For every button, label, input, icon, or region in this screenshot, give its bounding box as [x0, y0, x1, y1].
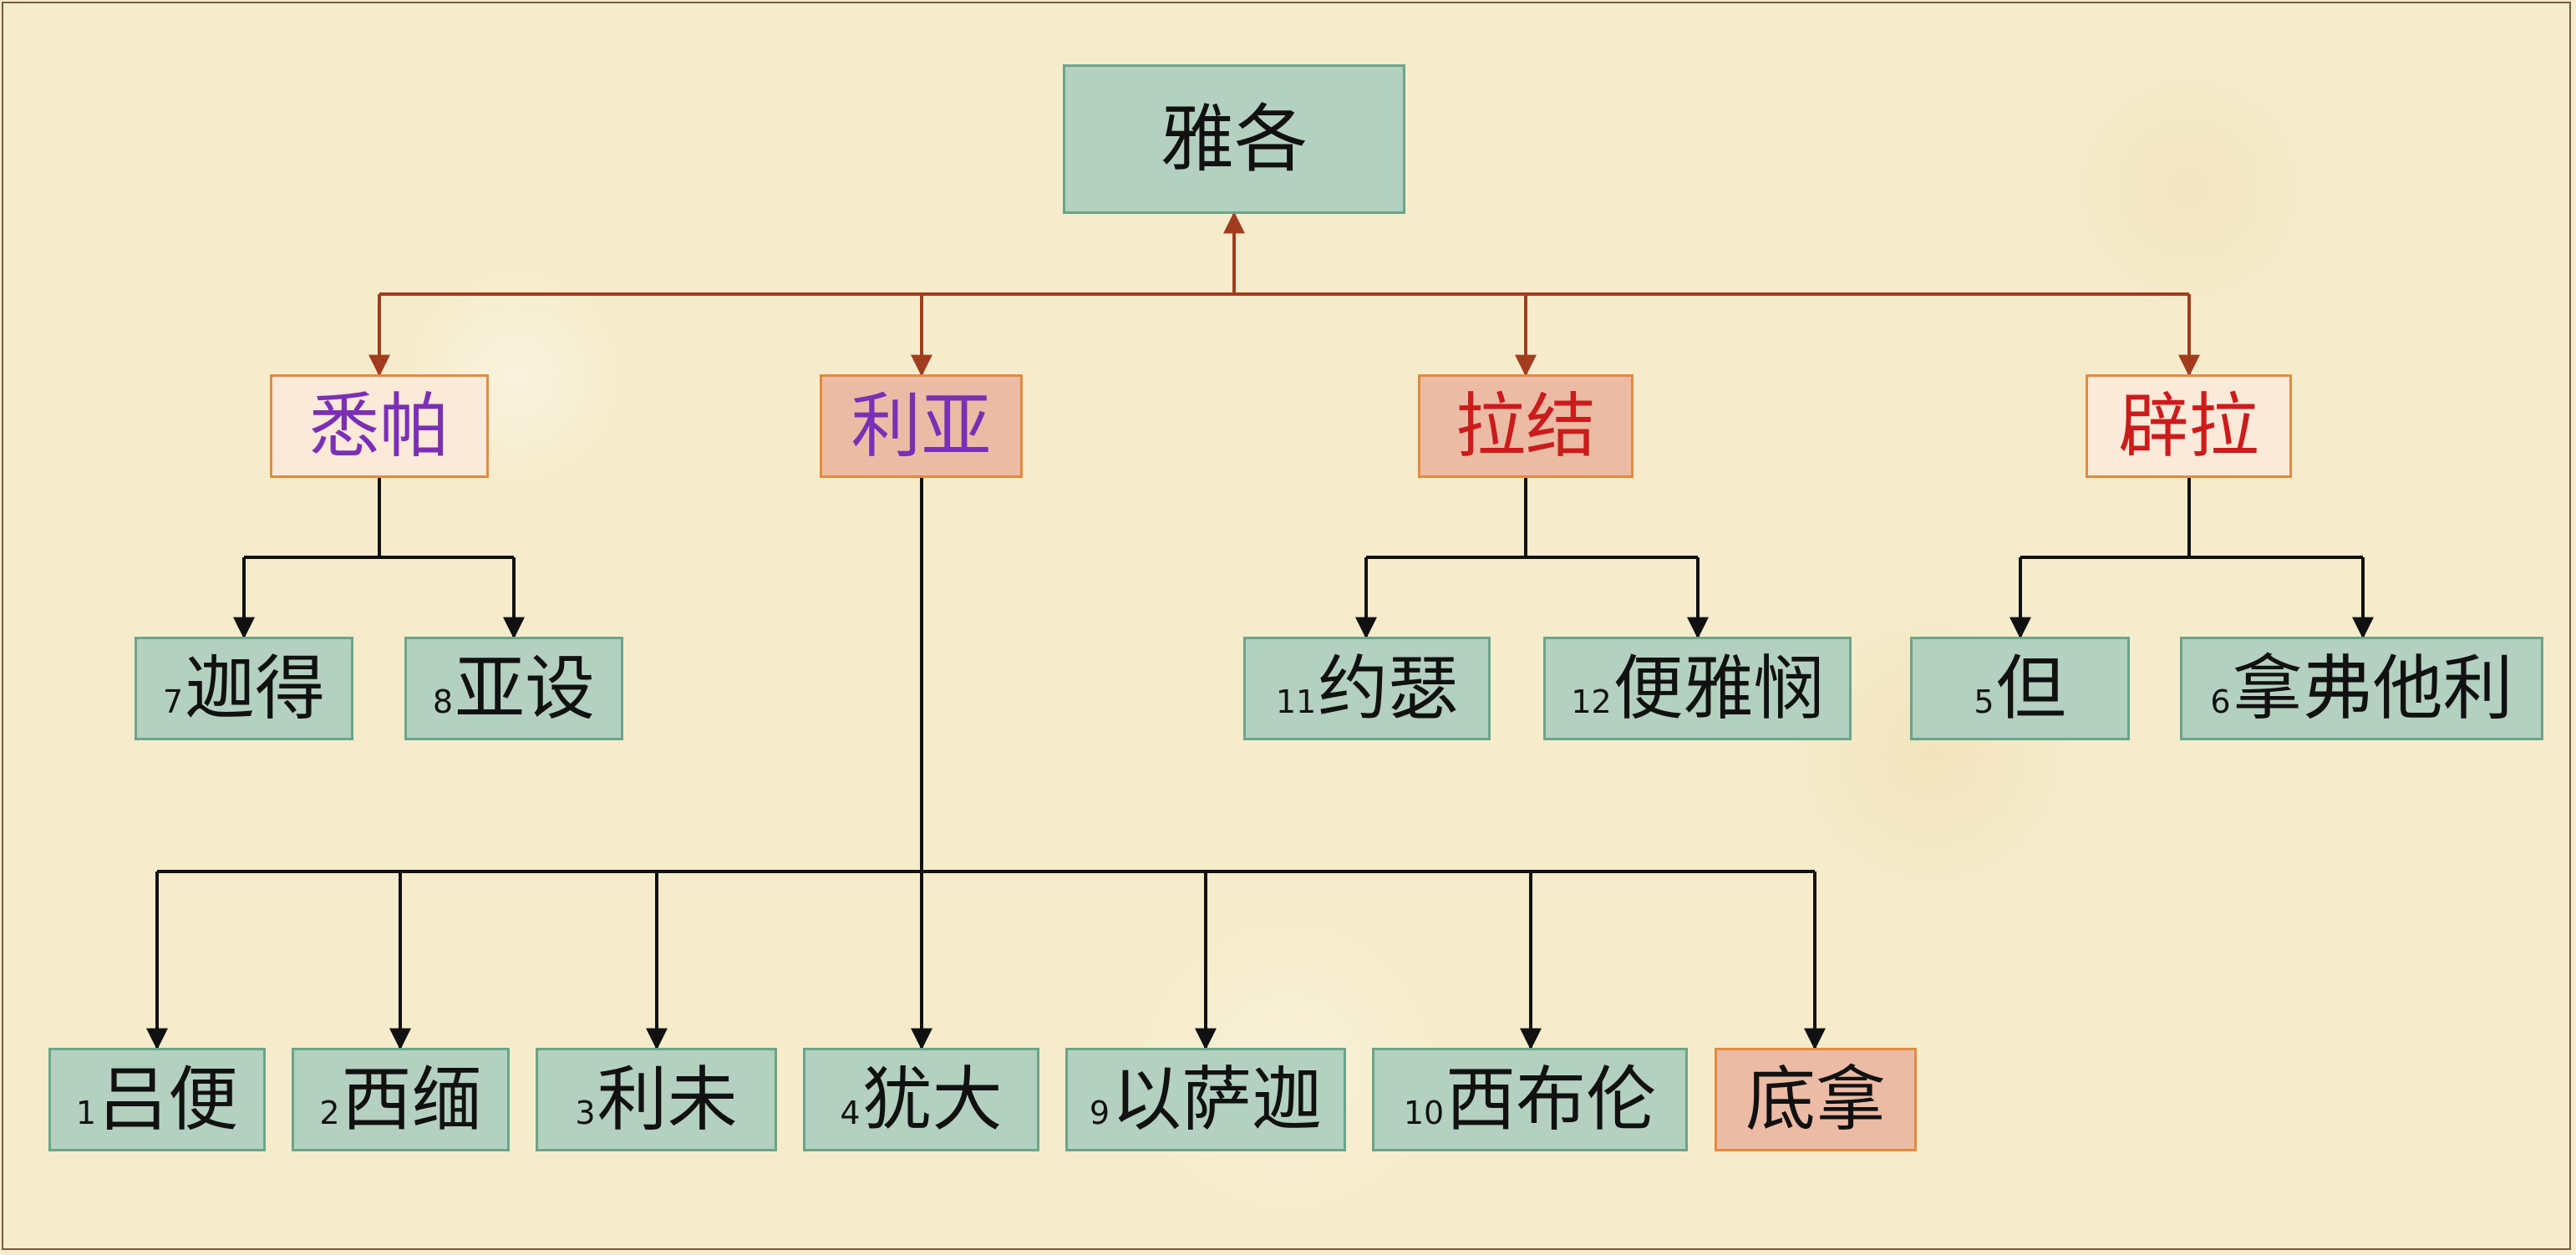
node-jacob: 雅各 — [1063, 64, 1405, 214]
node-gad-number: 7 — [162, 683, 184, 720]
node-levi: 3 利未 — [536, 1048, 777, 1151]
node-dinah-label: 底拿 — [1745, 1059, 1886, 1141]
node-jacob-label: 雅各 — [1160, 95, 1308, 182]
node-rachel-label: 拉结 — [1455, 385, 1596, 467]
node-leah: 利亚 — [820, 374, 1023, 478]
node-dan-number: 5 — [1974, 683, 1994, 720]
node-zilpah: 悉帕 — [270, 374, 489, 478]
node-zebulun-label: 西布伦 — [1446, 1059, 1657, 1141]
node-judah-label: 犹大 — [861, 1059, 1003, 1141]
node-zebulun: 10 西布伦 — [1372, 1048, 1688, 1151]
node-naphtali: 6 拿弗他利 — [2180, 637, 2543, 740]
node-joseph: 11 约瑟 — [1243, 637, 1491, 740]
node-levi-label: 利未 — [597, 1059, 738, 1141]
node-reuben: 1 吕便 — [48, 1048, 266, 1151]
node-simeon-number: 2 — [319, 1095, 340, 1131]
node-leah-label: 利亚 — [851, 385, 992, 467]
node-dan-label: 但 — [1995, 648, 2066, 729]
node-bilhah-label: 辟拉 — [2118, 385, 2259, 467]
node-joseph-label: 约瑟 — [1318, 648, 1459, 729]
node-issachar: 9 以萨迦 — [1065, 1048, 1346, 1151]
node-simeon-label: 西缅 — [341, 1059, 482, 1141]
node-asher-label: 亚设 — [455, 648, 596, 729]
node-levi-number: 3 — [575, 1095, 596, 1131]
node-asher-number: 8 — [432, 683, 454, 720]
node-benjamin-label: 便雅悯 — [1613, 648, 1824, 729]
node-gad: 7 迦得 — [135, 637, 353, 740]
node-rachel: 拉结 — [1418, 374, 1633, 478]
node-reuben-label: 吕便 — [98, 1059, 239, 1141]
node-zebulun-number: 10 — [1403, 1095, 1445, 1131]
node-judah-number: 4 — [840, 1095, 861, 1131]
node-gad-label: 迦得 — [185, 648, 326, 729]
node-dinah: 底拿 — [1715, 1048, 1917, 1151]
node-issachar-label: 以萨迦 — [1111, 1059, 1323, 1141]
node-bilhah: 辟拉 — [2086, 374, 2292, 478]
node-dan: 5 但 — [1910, 637, 2130, 740]
node-naphtali-label: 拿弗他利 — [2232, 648, 2513, 729]
node-naphtali-number: 6 — [2210, 683, 2231, 720]
node-judah: 4 犹大 — [803, 1048, 1039, 1151]
node-benjamin: 12 便雅悯 — [1543, 637, 1852, 740]
node-zilpah-label: 悉帕 — [308, 385, 450, 467]
node-asher: 8 亚设 — [404, 637, 623, 740]
node-simeon: 2 西缅 — [292, 1048, 510, 1151]
node-benjamin-number: 12 — [1571, 683, 1612, 720]
node-joseph-number: 11 — [1275, 683, 1317, 720]
node-reuben-number: 1 — [75, 1095, 97, 1131]
node-issachar-number: 9 — [1089, 1095, 1110, 1131]
